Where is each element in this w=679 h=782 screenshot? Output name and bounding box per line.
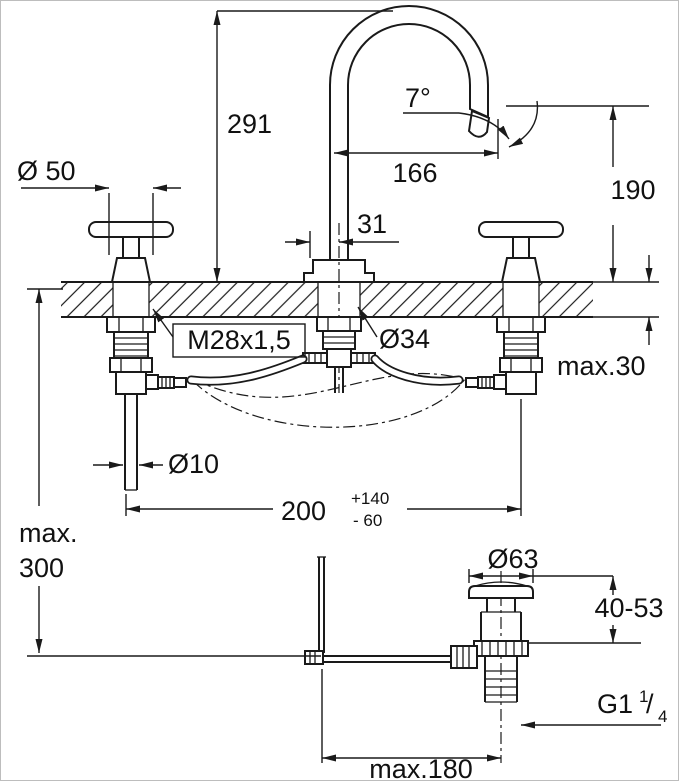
left-mounting-nut xyxy=(106,316,156,333)
right-handle-base xyxy=(500,257,542,283)
dim-g1-base: G1 xyxy=(597,689,633,719)
waste-valve xyxy=(450,571,534,763)
dim-dia-63-label: Ø63 xyxy=(487,544,538,574)
right-threaded-shank xyxy=(503,331,539,359)
left-hose-nipple xyxy=(145,374,159,390)
dim-max-30: max.30 xyxy=(557,255,659,381)
dim-166-label: 166 xyxy=(392,158,437,188)
dim-200: 200 +140 - 60 xyxy=(125,399,522,530)
dim-m28: M28x1,5 xyxy=(152,308,306,358)
left-lever xyxy=(88,221,174,238)
right-hose-nipple xyxy=(493,374,507,390)
center-tee-body xyxy=(326,348,352,368)
dim-200-tol-plus: +140 xyxy=(351,489,389,508)
flex-hoses xyxy=(186,354,466,428)
dim-40-53: 40-53 xyxy=(529,576,664,644)
dim-31-label: 31 xyxy=(357,209,387,239)
dim-dia-63: Ø63 xyxy=(468,544,613,583)
dim-200-tol-minus: - 60 xyxy=(353,511,382,530)
right-lock-nut xyxy=(499,357,543,373)
dim-dia-50: Ø 50 xyxy=(17,156,181,255)
dim-m28-box xyxy=(172,323,306,358)
dim-31: 31 xyxy=(285,209,399,258)
left-lever-stem xyxy=(122,236,140,260)
hose-centerline-1 xyxy=(192,378,466,428)
right-lever-stem xyxy=(512,236,530,260)
center-mounting-nut xyxy=(316,316,362,332)
left-valve-body xyxy=(115,371,147,395)
right-handle xyxy=(465,221,564,395)
hose-centerline-2 xyxy=(192,372,464,398)
left-handle xyxy=(88,221,187,491)
dim-dia-34-label: Ø34 xyxy=(379,324,430,354)
dim-dia-10: Ø10 xyxy=(93,449,219,479)
dim-40-53-label: 40-53 xyxy=(594,593,663,623)
dim-166: 166 xyxy=(334,119,499,188)
dim-dia-34: Ø34 xyxy=(357,306,430,354)
left-lock-nut xyxy=(109,357,153,373)
left-threaded-shank xyxy=(113,331,149,359)
right-valve-body xyxy=(505,371,537,395)
dim-dia-10-label: Ø10 xyxy=(168,449,219,479)
dim-g1-denominator: 4 xyxy=(658,707,667,726)
countertop-section xyxy=(61,281,593,318)
dim-angle-label: 7° xyxy=(405,83,431,113)
spout-outlet-tip xyxy=(467,109,491,138)
spout-gooseneck xyxy=(329,5,489,261)
dim-190-label: 190 xyxy=(610,175,655,205)
deck-cutout-right xyxy=(503,283,539,316)
right-mounting-nut xyxy=(496,316,546,333)
pop-up-rod xyxy=(304,556,451,665)
dim-g1-quarter: G1 1 / 4 xyxy=(521,687,667,729)
waste-dome xyxy=(474,581,528,587)
dim-max-180-label: max.180 xyxy=(369,754,473,782)
waste-rod-knob xyxy=(450,645,478,669)
dim-max-300-value: 300 xyxy=(19,553,64,583)
center-below-deck xyxy=(302,316,376,393)
dim-291-label: 291 xyxy=(227,109,272,139)
dim-g1-slash: / xyxy=(646,689,654,719)
right-lever xyxy=(478,221,564,238)
dim-angle-7: 7° xyxy=(403,83,539,148)
dim-g1-numerator: 1 xyxy=(639,687,648,706)
dim-m28-label: M28x1,5 xyxy=(187,325,291,355)
dim-max-300-word: max. xyxy=(19,518,78,548)
dim-max-30-label: max.30 xyxy=(557,351,646,381)
left-handle-base xyxy=(110,257,152,283)
rod-clamp xyxy=(304,650,324,665)
dim-max-180: max.180 xyxy=(321,669,501,782)
dim-190: 190 xyxy=(506,105,656,282)
deck-cutout-left xyxy=(113,283,149,316)
center-threaded-shank xyxy=(322,330,356,350)
dim-291: 291 xyxy=(213,10,393,282)
waste-flange xyxy=(468,585,534,599)
dim-dia-50-label: Ø 50 xyxy=(17,156,76,186)
dim-max-300: max. 300 xyxy=(19,288,321,657)
dim-200-label: 200 xyxy=(281,496,326,526)
